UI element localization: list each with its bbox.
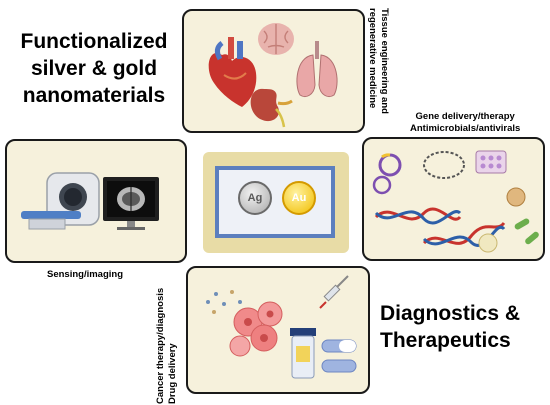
diagnostics-title-line-1: Diagnostics & <box>380 302 521 325</box>
cancer-label-line-2: Drug delivery <box>167 343 178 404</box>
tissue-label: Tissue engineering and regenerative medi… <box>366 8 390 114</box>
center-box: Ag Au <box>215 166 335 238</box>
center-frame: Ag Au <box>203 152 349 253</box>
diagnostics-title-line-2: Therapeutics <box>380 329 511 352</box>
silver-symbol: Ag <box>247 192 263 204</box>
bacteria-icon <box>478 187 539 253</box>
cancer-label: Cancer therapy/diagnosis Drug delivery <box>155 288 179 404</box>
kidney-icon <box>250 88 293 128</box>
tissue-label-line-2: regenerative medicine <box>367 8 378 109</box>
main-title-line-3: nanomaterials <box>22 84 166 107</box>
heart-icon <box>208 37 257 107</box>
capsule-icon <box>321 339 357 373</box>
dna-icon <box>374 207 506 247</box>
sensing-panel <box>5 139 187 263</box>
imaging-illustration <box>21 172 159 230</box>
tissue-label-line-1: Tissue engineering and <box>379 8 390 114</box>
main-title-line-2: silver & gold <box>30 57 158 80</box>
gene-label-line-1: Gene delivery/therapy <box>415 111 515 122</box>
monitor-icon <box>103 177 159 230</box>
dna-ring-icon <box>423 151 465 179</box>
organs-illustration <box>208 23 338 128</box>
sensing-label: Sensing/imaging <box>47 269 124 280</box>
plasmid-icon <box>372 153 402 195</box>
main-title: Functionalized silver & gold nanomateria… <box>14 28 174 109</box>
brain-scan-icon <box>117 187 145 211</box>
brain-icon <box>258 23 294 55</box>
gene-label-line-2: Antimicrobials/antivirals <box>410 123 521 134</box>
pill-bottle-icon <box>290 328 316 379</box>
tumor-cells-icon <box>206 290 283 357</box>
mri-scanner-icon <box>21 172 100 230</box>
gene-panel <box>362 137 545 261</box>
well-plate-icon <box>475 150 507 174</box>
cancer-label-line-1: Cancer therapy/diagnosis <box>155 287 166 404</box>
therapy-illustration <box>206 275 357 379</box>
gene-label: Gene delivery/therapy Antimicrobials/ant… <box>410 111 520 135</box>
gold-particle: Au <box>282 181 316 215</box>
silver-particle: Ag <box>238 181 272 215</box>
gene-illustration <box>372 150 539 253</box>
tissue-panel <box>182 9 365 133</box>
lungs-icon <box>296 41 338 98</box>
main-title-line-1: Functionalized <box>20 30 168 53</box>
syringe-icon <box>319 275 349 309</box>
gold-symbol: Au <box>291 192 307 204</box>
diagnostics-title: Diagnostics & Therapeutics <box>380 300 550 354</box>
cancer-panel <box>186 266 370 394</box>
